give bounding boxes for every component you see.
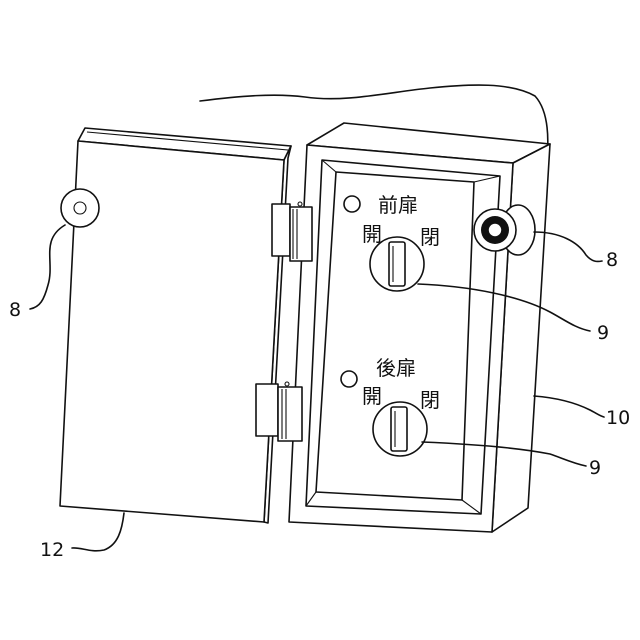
ref-door: 12 (40, 539, 64, 561)
camera-on-box (474, 205, 535, 255)
leader-door (72, 513, 124, 551)
ref-camera-on-door: 8 (9, 299, 21, 321)
ref-switch-front: 9 (597, 322, 609, 344)
rear-door-label: 後扉 (376, 356, 416, 380)
front-open-label: 開 (362, 222, 382, 246)
leader-box (534, 396, 604, 417)
box (289, 123, 550, 532)
door (60, 128, 291, 523)
camera-on-door (61, 189, 99, 227)
rear-open-label: 開 (362, 384, 382, 408)
ref-box: 10 (606, 407, 630, 429)
ref-camera-on-box: 8 (606, 249, 618, 271)
front-indicator-lamp (344, 196, 360, 212)
lower-hinge (256, 382, 302, 441)
ref-switch-rear: 9 (589, 457, 601, 479)
rear-key-switch (373, 402, 427, 456)
front-door-label: 前扉 (378, 193, 418, 217)
upper-hinge (272, 202, 312, 261)
rear-close-label: 閉 (420, 388, 440, 412)
leader-door-camera (30, 225, 65, 309)
rear-indicator-lamp (341, 371, 357, 387)
front-close-label: 閉 (420, 225, 440, 249)
